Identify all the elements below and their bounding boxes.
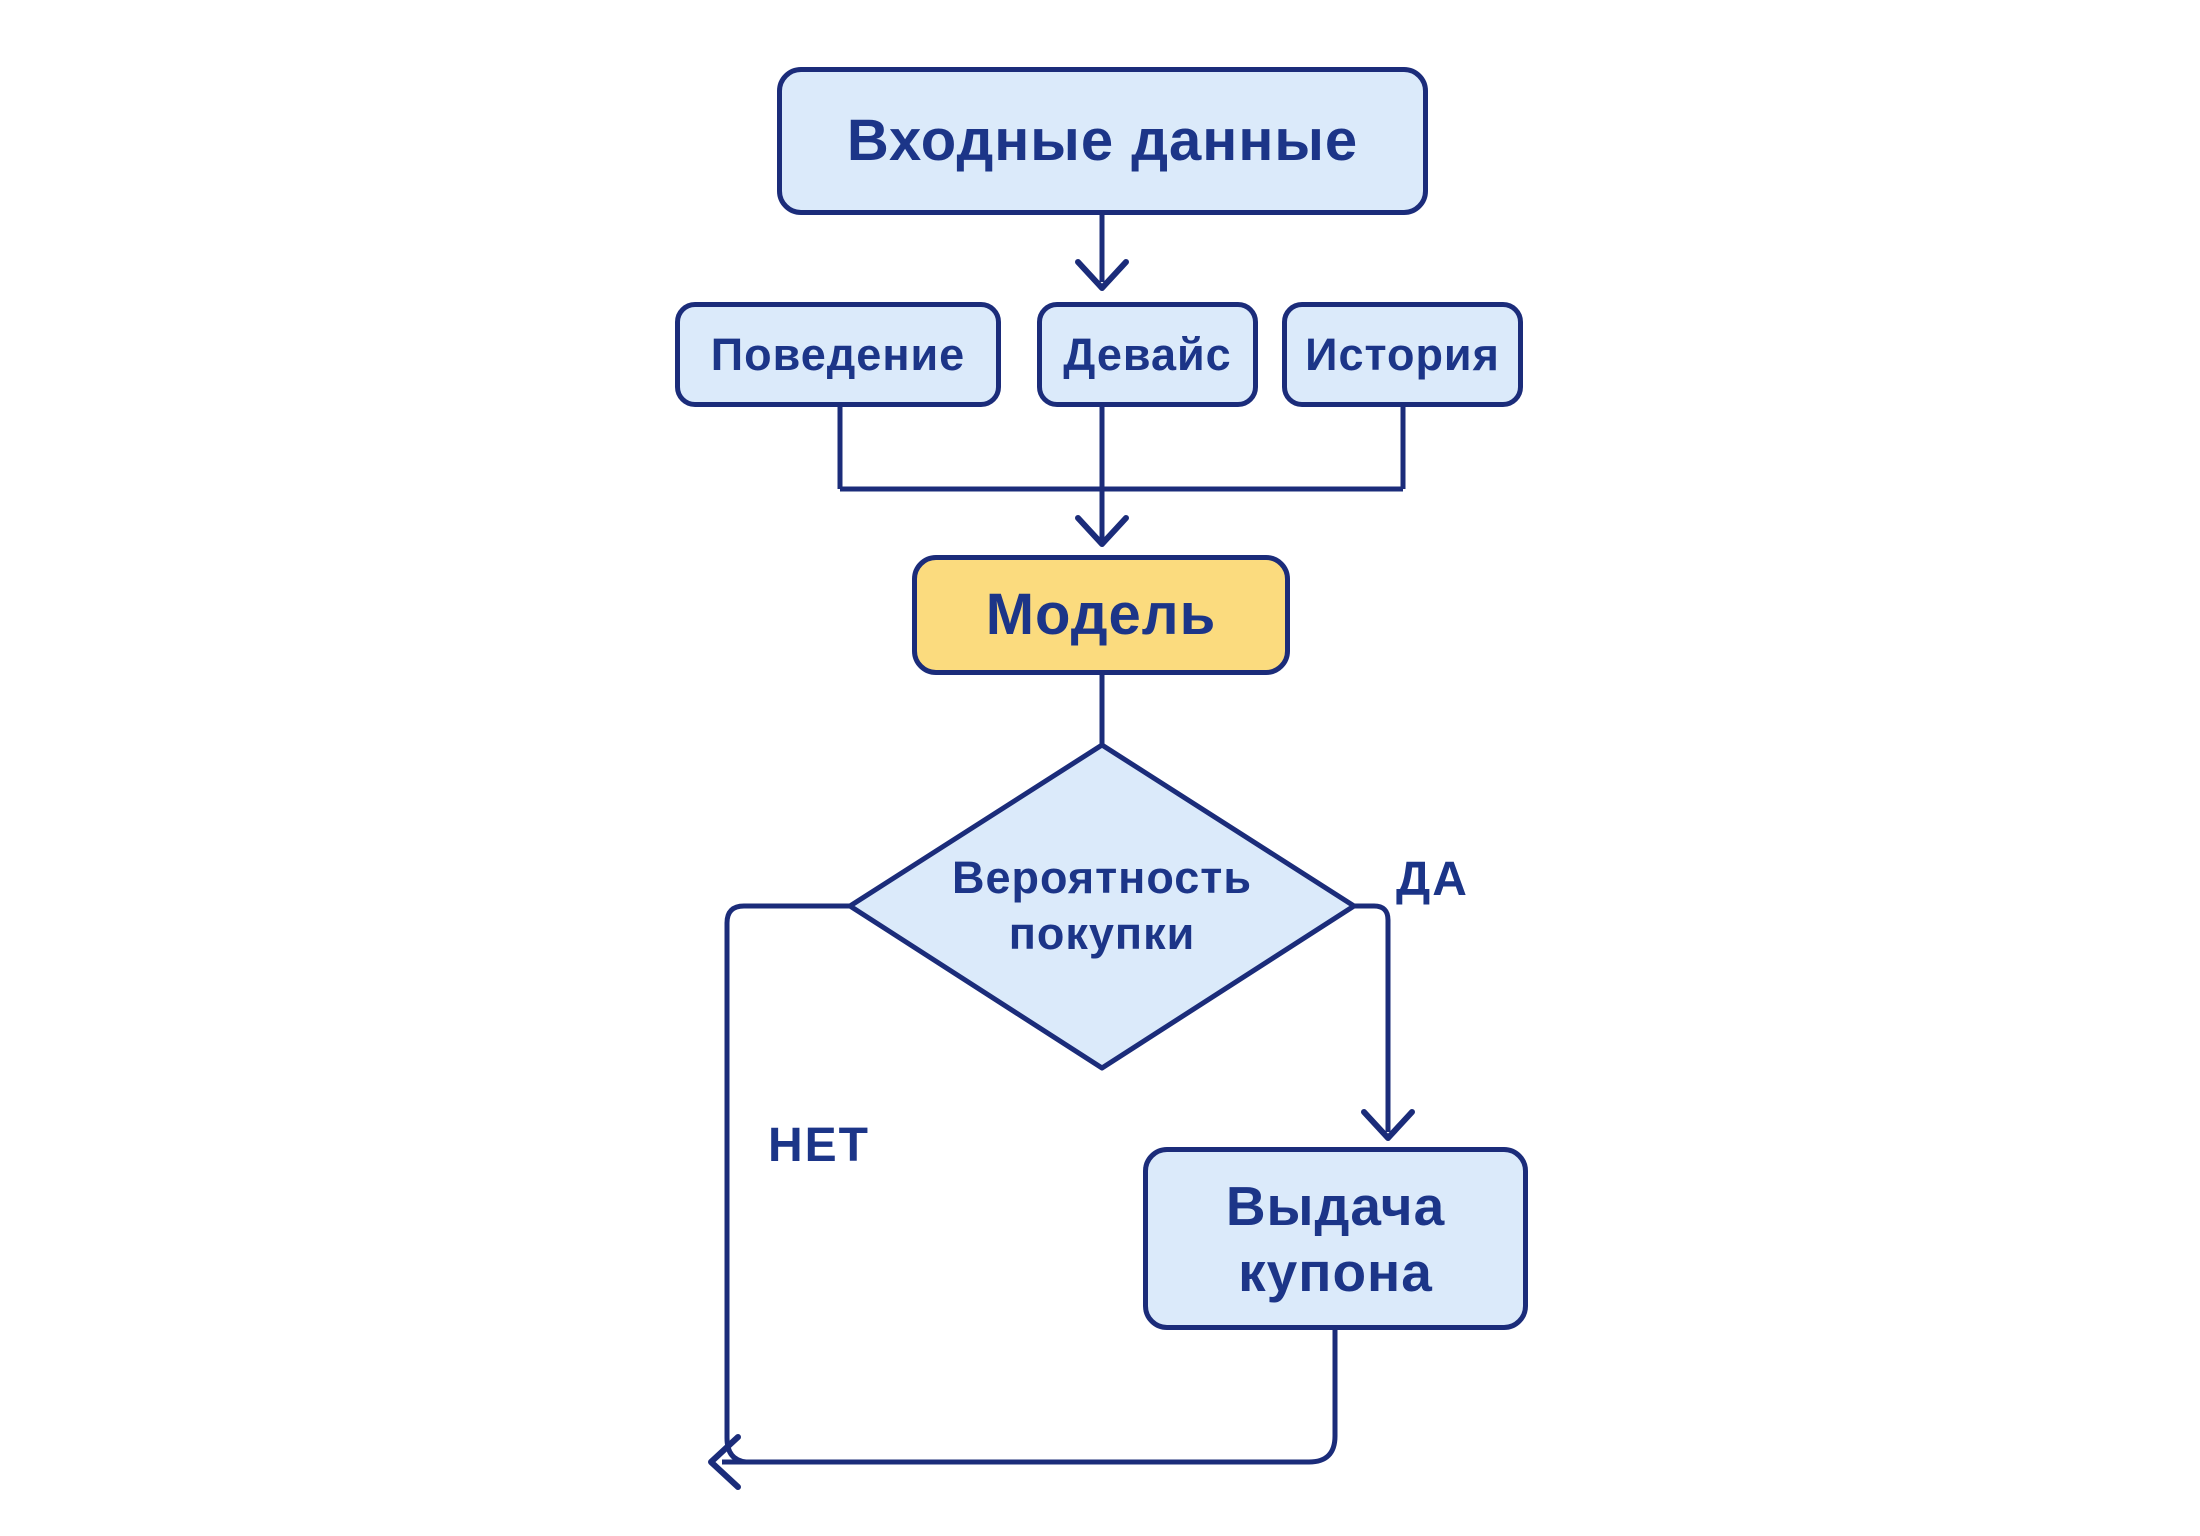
- node-behavior-label: Поведение: [710, 328, 966, 380]
- node-coupon-issue: Выдача купона: [1143, 1147, 1528, 1330]
- edge-no-branch: [724, 903, 850, 1465]
- node-history: История: [1282, 302, 1523, 407]
- branch-label-no: НЕТ: [768, 1119, 870, 1172]
- branch-label-yes: ДА: [1396, 853, 1469, 906]
- edge-coupon-loop: [722, 1330, 1338, 1465]
- arrow-down-icon: [1075, 515, 1129, 547]
- node-input-data: Входные данные: [777, 67, 1428, 215]
- node-device-label: Девайс: [1063, 328, 1232, 380]
- edge-yes-branch: [1354, 903, 1391, 1132]
- arrow-down-icon: [1361, 1109, 1415, 1141]
- node-model-label: Модель: [985, 582, 1217, 648]
- node-coupon-issue-label: Выдача купона: [1225, 1174, 1446, 1303]
- node-device: Девайс: [1037, 302, 1258, 407]
- decision-diamond-shape: [847, 742, 1357, 1071]
- decision-purchase-probability: Вероятность покупки: [902, 826, 1302, 986]
- node-input-data-label: Входные данные: [846, 108, 1359, 174]
- decision-label: Вероятность покупки: [951, 851, 1252, 959]
- node-model: Модель: [912, 555, 1290, 675]
- arrow-left-icon: [708, 1434, 741, 1490]
- node-behavior: Поведение: [675, 302, 1001, 407]
- node-history-label: История: [1305, 328, 1500, 380]
- arrow-down-icon: [1075, 259, 1129, 291]
